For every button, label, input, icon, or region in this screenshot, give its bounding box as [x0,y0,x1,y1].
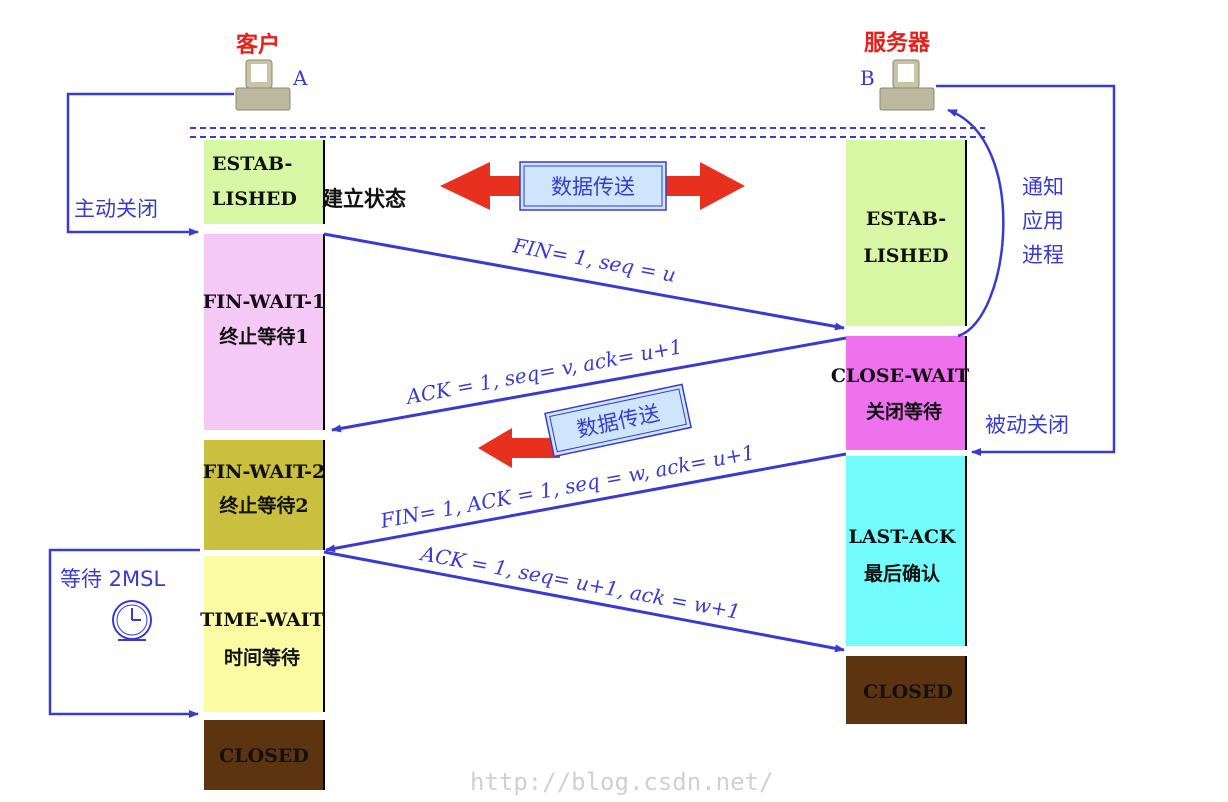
wait-2msl-label: 等待 2MSL [60,567,165,591]
ack-arrow [331,336,847,433]
svg-text:时间等待: 时间等待 [224,646,300,669]
svg-text:终止等待2: 终止等待2 [219,494,308,517]
fin-ack-arrow [325,452,847,553]
passive-close-arrow [936,84,1116,456]
server-computer-icon [879,59,935,111]
clock-icon [112,600,152,641]
client-title: 客户 [236,32,280,58]
client-state-fin-wait-1: FIN-WAIT-1 终止等待1 [203,234,325,430]
established-note: 建立状态 [322,187,406,211]
svg-text:TIME-WAIT: TIME-WAIT [200,609,324,631]
data-transfer-left-arrow: 数据传送 [478,383,692,468]
last-ack-arrow [323,550,845,653]
notify-app-line-1: 通知 [1022,175,1064,199]
notify-app-arrow [947,108,1005,338]
last-ack-label: ACK = 1, seq= u+1, ack = w+1 [417,541,742,624]
server-state-last-ack: LAST-ACK 最后确认 [846,456,967,646]
svg-text:CLOSED: CLOSED [863,681,953,703]
client-state-time-wait: TIME-WAIT 时间等待 [200,556,325,712]
server-state-established: ESTAB- LISHED [846,140,967,326]
svg-text:LISHED: LISHED [864,245,949,267]
fin-arrow [323,232,845,331]
active-close-arrow [66,92,234,236]
svg-text:ESTAB-: ESTAB- [212,153,292,175]
fin-label: FIN= 1, seq = u [510,233,678,287]
data-transfer-double-arrow: 数据传送 [440,161,745,211]
server-letter: B [860,66,875,90]
active-close-label: 主动关闭 [74,197,158,221]
svg-text:CLOSE-WAIT: CLOSE-WAIT [831,365,969,387]
wait-2msl-arrow [48,548,200,718]
svg-text:关闭等待: 关闭等待 [866,400,942,423]
notify-app-line-2: 应用 [1022,209,1064,233]
client-state-closed: CLOSED [204,720,325,790]
client-state-established: ESTAB- LISHED [204,140,325,224]
server-state-closed: CLOSED [846,656,967,724]
svg-text:LAST-ACK: LAST-ACK [848,526,957,548]
server-state-close-wait: CLOSE-WAIT 关闭等待 [831,336,969,450]
passive-close-label: 被动关闭 [985,413,1069,437]
server-title: 服务器 [864,31,931,56]
svg-text:FIN-WAIT-1: FIN-WAIT-1 [203,291,325,313]
svg-text:LISHED: LISHED [212,188,297,210]
svg-text:ESTAB-: ESTAB- [866,208,946,230]
svg-text:CLOSED: CLOSED [219,745,309,767]
client-state-fin-wait-2: FIN-WAIT-2 终止等待2 [203,440,325,550]
svg-text:最后确认: 最后确认 [864,562,940,585]
svg-text:终止等待1: 终止等待1 [219,325,308,348]
client-letter: A [292,66,308,90]
notify-app-line-3: 进程 [1022,243,1064,267]
svg-text:FIN-WAIT-2: FIN-WAIT-2 [203,461,325,483]
watermark: http://blog.csdn.net/ [470,768,773,796]
client-computer-icon [235,59,291,111]
svg-text:数据传送: 数据传送 [551,175,635,199]
